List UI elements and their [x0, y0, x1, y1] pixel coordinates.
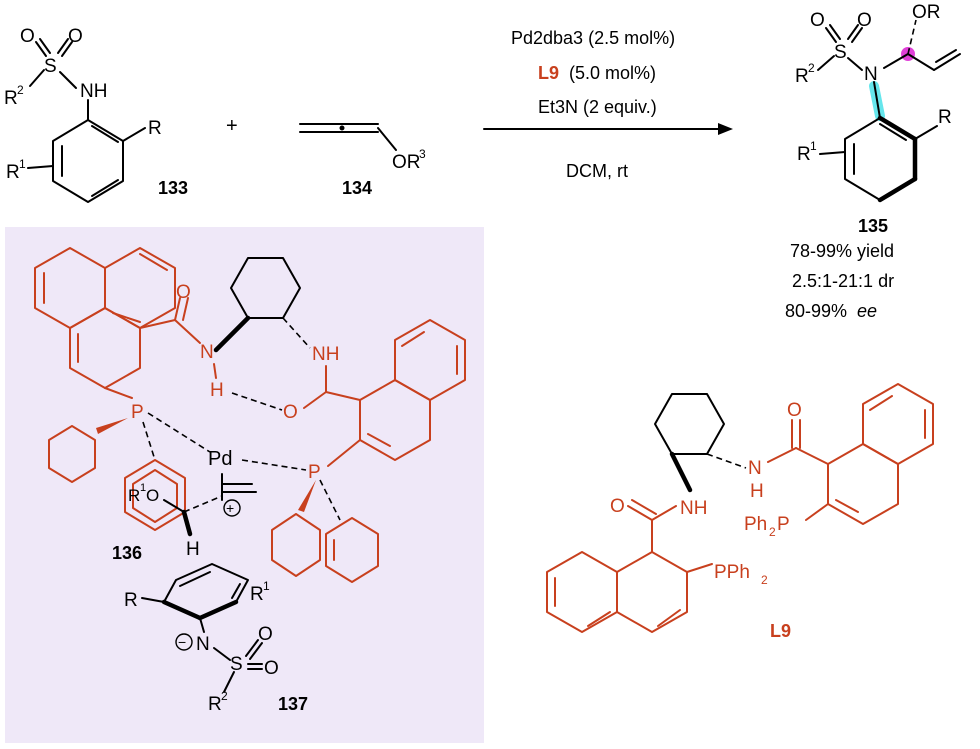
svg-text:2: 2 — [761, 573, 768, 587]
svg-text:OR: OR — [392, 152, 421, 173]
svg-text:P: P — [777, 514, 790, 535]
svg-text:P: P — [131, 402, 144, 423]
ee-unit-label: ee — [857, 301, 877, 321]
svg-text:R: R — [148, 118, 162, 139]
svg-text:3: 3 — [419, 147, 426, 161]
svg-text:1: 1 — [19, 157, 26, 171]
dr-label: 2.5:1-21:1 dr — [792, 271, 894, 291]
ligand-L9: N H NH O Ph 2 P O PPh 2 L9 — [546, 383, 934, 641]
svg-text:2: 2 — [17, 83, 24, 97]
svg-text:R: R — [4, 88, 18, 109]
svg-text:Ph: Ph — [744, 514, 767, 535]
svg-text:O: O — [68, 26, 83, 47]
svg-text:H: H — [186, 539, 200, 560]
svg-text:134: 134 — [342, 178, 372, 198]
svg-text:O: O — [258, 624, 273, 645]
ligand-loading-label: (5.0 mol%) — [569, 63, 656, 83]
svg-text:S: S — [230, 654, 243, 675]
svg-text:O: O — [283, 402, 298, 423]
svg-text:R: R — [124, 590, 138, 611]
svg-text:O: O — [20, 26, 35, 47]
svg-text:P: P — [308, 462, 321, 483]
svg-text:PPh: PPh — [714, 562, 750, 583]
svg-text:O: O — [176, 282, 191, 303]
svg-text:135: 135 — [858, 216, 888, 236]
svg-text:1: 1 — [810, 139, 817, 153]
compound-134: OR 3 134 — [299, 123, 426, 198]
svg-text:O: O — [264, 658, 279, 679]
ee-value-label: 80-99% — [785, 301, 847, 321]
svg-text:R: R — [795, 66, 809, 87]
svg-text:O: O — [810, 10, 825, 31]
svg-text:R: R — [6, 162, 20, 183]
svg-text:N: N — [200, 342, 214, 363]
svg-text:2: 2 — [808, 61, 815, 75]
svg-text:N: N — [864, 64, 878, 85]
intermediate-136: O N H NH O P Pd P — [34, 247, 466, 583]
svg-text:R: R — [128, 486, 140, 505]
compound-133: R NH S O O R 2 R 1 133 — [4, 26, 188, 203]
base-label: Et3N (2 equiv.) — [538, 97, 657, 117]
svg-text:2: 2 — [221, 689, 228, 703]
plus-sign: + — [226, 115, 238, 137]
svg-text:OR: OR — [912, 2, 941, 23]
svg-text:S: S — [44, 56, 57, 77]
svg-text:NH: NH — [680, 498, 707, 519]
svg-text:NH: NH — [312, 344, 339, 365]
compound-135: R R 1 N S O O R 2 OR 135 — [795, 2, 961, 236]
svg-text:2: 2 — [769, 525, 776, 539]
svg-text:L9: L9 — [770, 621, 791, 641]
ligand-name-label: L9 — [538, 63, 559, 83]
svg-text:R: R — [797, 144, 811, 165]
svg-text:H: H — [210, 380, 224, 401]
svg-text:O: O — [787, 400, 802, 421]
svg-text:O: O — [857, 10, 872, 31]
svg-text:136: 136 — [112, 543, 142, 563]
svg-text:1: 1 — [140, 482, 146, 494]
yield-label: 78-99% yield — [790, 241, 894, 261]
reaction-arrow — [483, 123, 733, 135]
svg-text:137: 137 — [278, 694, 308, 714]
catalyst-label: Pd2dba3 (2.5 mol%) — [511, 28, 675, 48]
solvent-label: DCM, rt — [566, 161, 628, 181]
svg-text:R: R — [208, 694, 222, 715]
svg-text:H: H — [750, 481, 764, 502]
svg-text:R: R — [250, 584, 264, 605]
anion-137: R R 1 N − S O O R 2 137 — [124, 563, 308, 715]
svg-text:NH: NH — [80, 81, 107, 102]
svg-text:+: + — [226, 500, 234, 516]
svg-text:O: O — [146, 486, 159, 505]
svg-text:Pd: Pd — [208, 448, 232, 470]
svg-text:N: N — [748, 458, 762, 479]
svg-text:N: N — [196, 634, 210, 655]
svg-text:133: 133 — [158, 178, 188, 198]
svg-text:1: 1 — [263, 579, 270, 593]
svg-text:O: O — [610, 496, 625, 517]
svg-text:−: − — [178, 634, 186, 650]
svg-text:R: R — [938, 107, 952, 128]
svg-text:S: S — [834, 42, 847, 63]
